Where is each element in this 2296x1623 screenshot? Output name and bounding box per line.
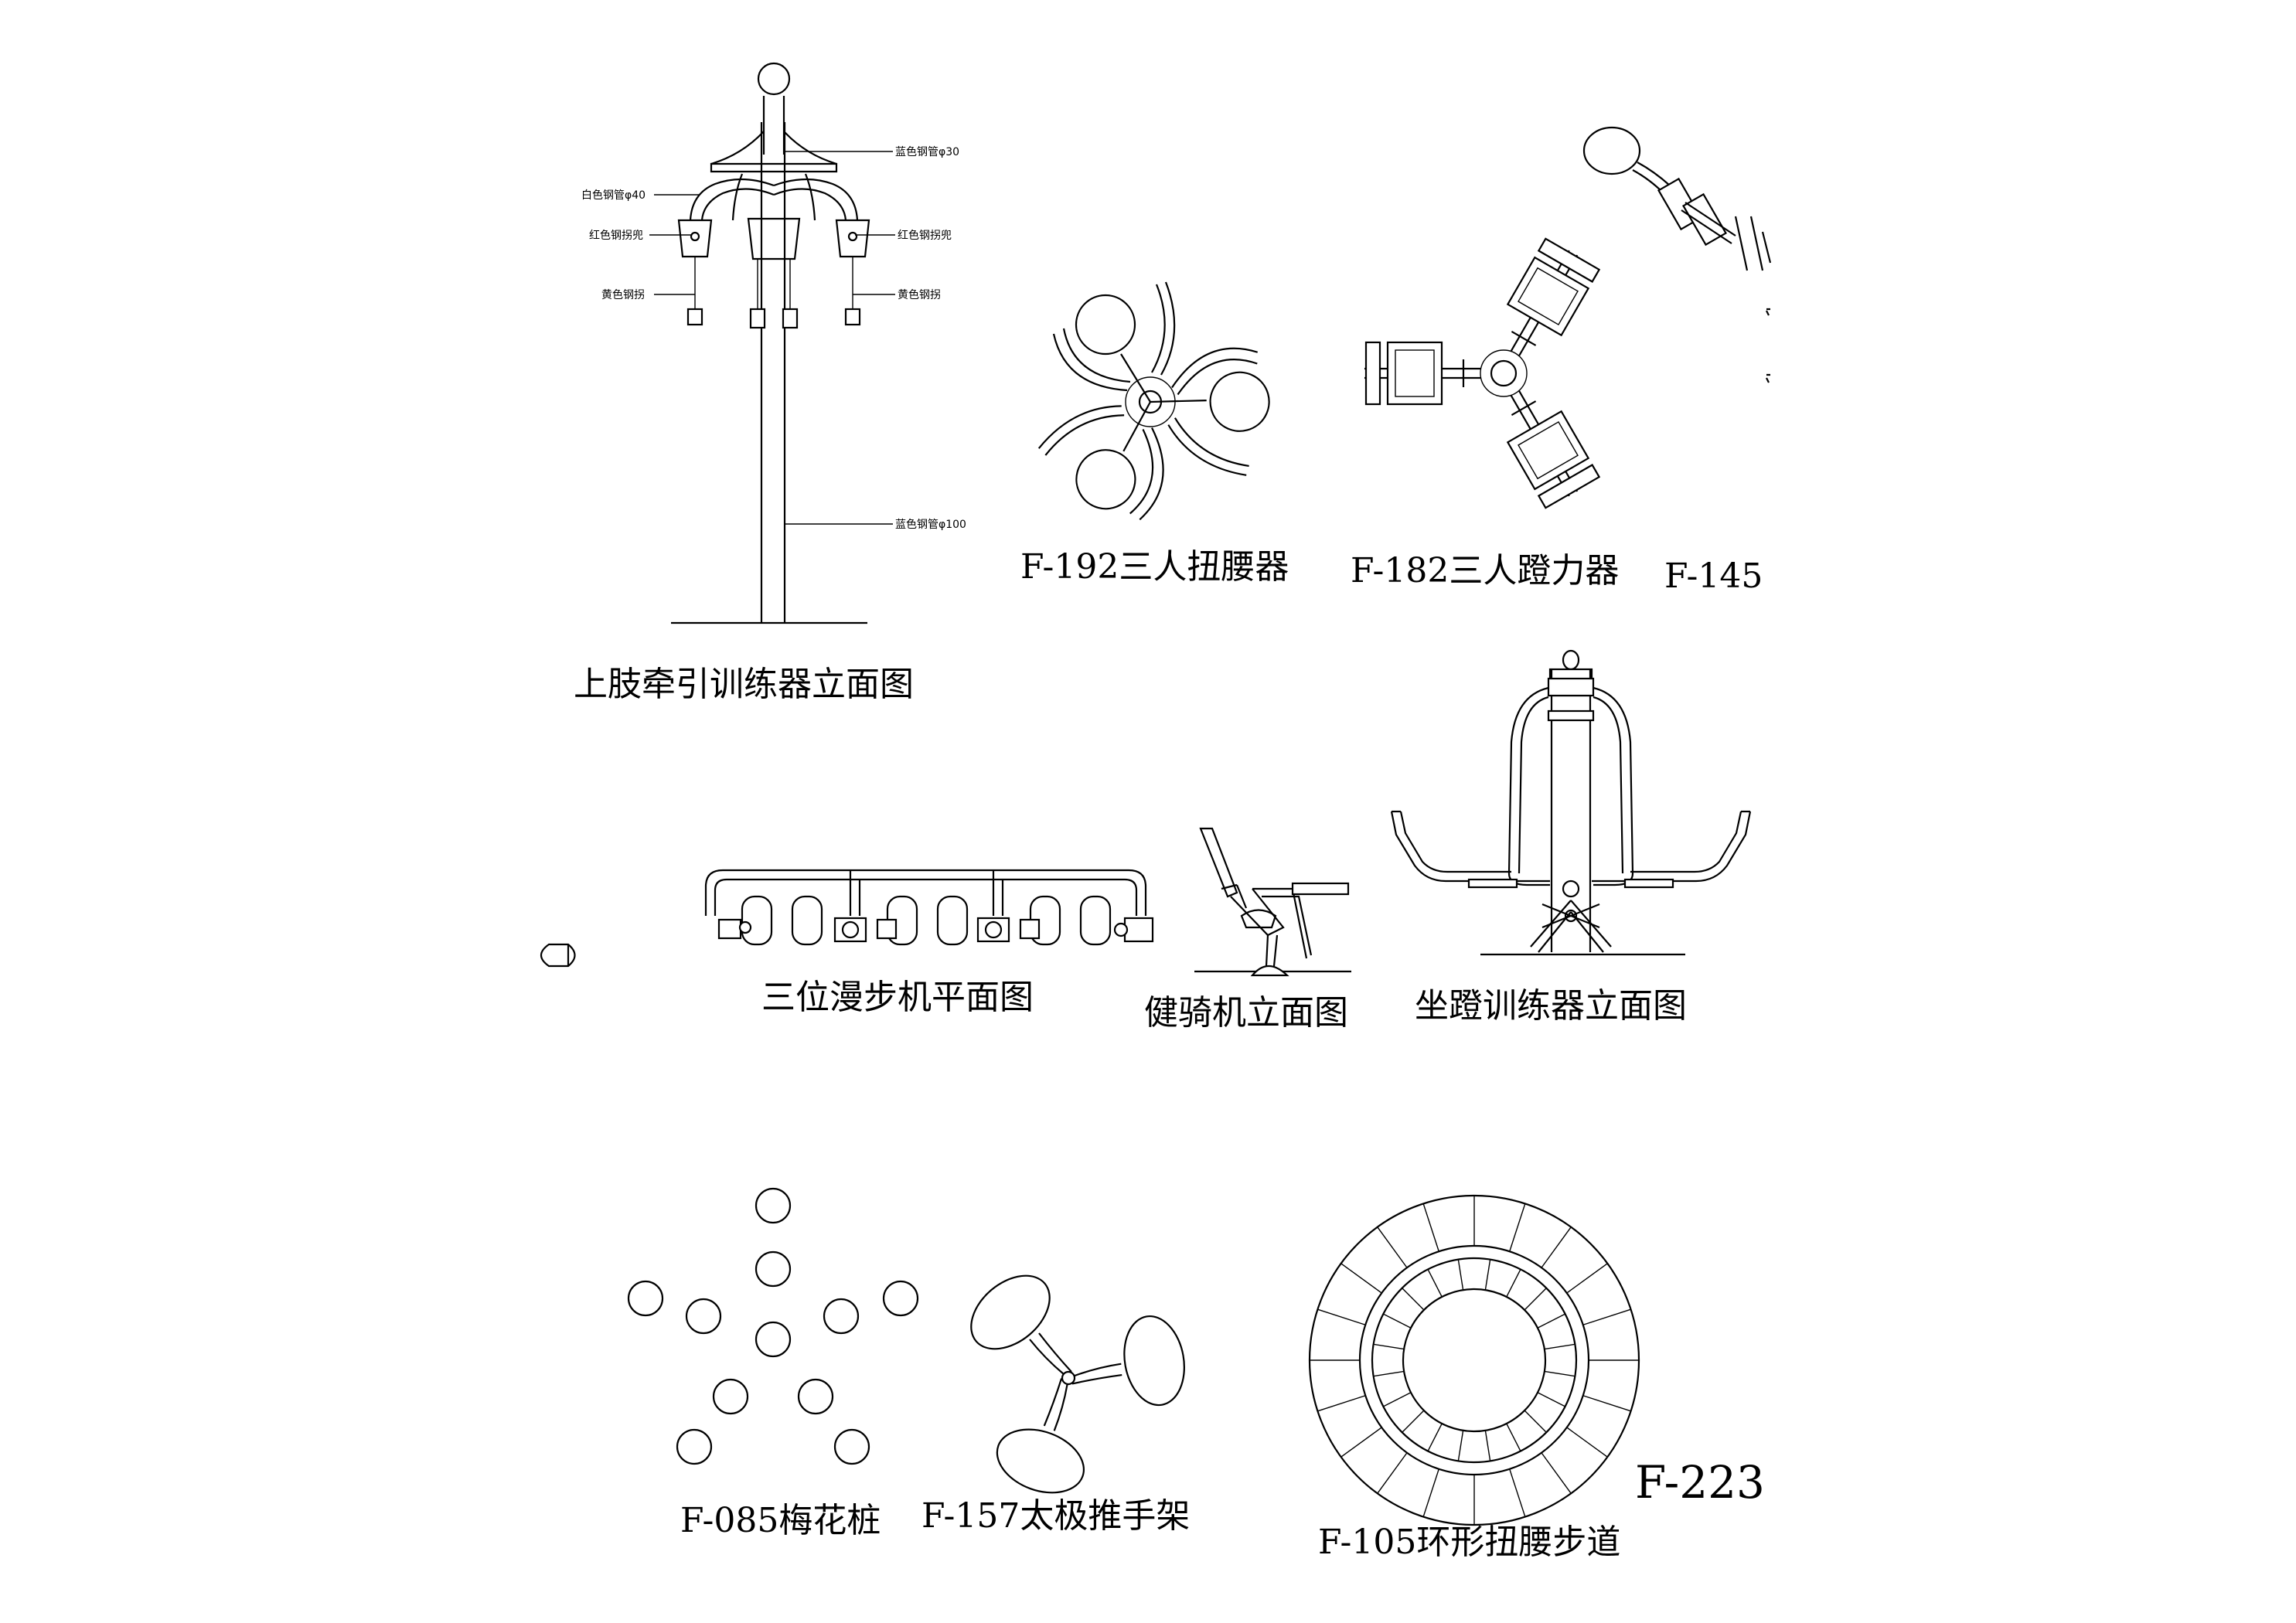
seated-pedal-drawing: 坐蹬训练器立面图 <box>1390 649 1752 1026</box>
ring-segment-line <box>1373 1343 1405 1350</box>
caption-upper-limb-traction: 上肢牵引训练器立面图 <box>574 665 914 704</box>
walker-pedal <box>1079 895 1112 946</box>
annotation-red-bucket-left: 红色钢拐兜 <box>589 229 643 242</box>
ring-segment-line <box>1582 1308 1631 1325</box>
walker-pedal <box>791 895 823 946</box>
ring-segment-line <box>1509 1468 1526 1517</box>
ring-segment-line <box>1402 1410 1425 1433</box>
ring-segment-line <box>1383 1313 1412 1329</box>
annotation-blue-pipe-30: 蓝色钢管φ30 <box>895 145 959 158</box>
caption-plum-posts: F-085梅花桩 <box>680 1501 881 1540</box>
ring-segment-line <box>1317 1308 1366 1325</box>
stray-symbol <box>540 943 576 968</box>
ring-segment-line <box>1541 1227 1572 1268</box>
ring-segment-line <box>1524 1410 1547 1433</box>
walker-drawing: 三位漫步机平面图 <box>704 869 1154 1017</box>
ring-segment-line <box>1457 1259 1464 1291</box>
annotation-blue-pipe-100: 蓝色钢管φ100 <box>895 518 966 531</box>
fitness-rider-drawing: 健骑机立面图 <box>1144 827 1351 1033</box>
ring-segment-line <box>1506 1423 1521 1451</box>
ring-segment-line <box>1373 1370 1405 1377</box>
ring-segment-line <box>1484 1259 1491 1291</box>
caption-cut-off-equipment: F-145 <box>1664 556 1763 596</box>
ring-segment-line <box>1537 1313 1565 1329</box>
ring-segment-line <box>1340 1427 1382 1458</box>
ring-segment-line <box>1544 1370 1576 1377</box>
caption-walker: 三位漫步机平面图 <box>761 978 1034 1017</box>
ring-segment-line <box>1537 1392 1565 1407</box>
caption-waist-twister: F-192三人扭腰器 <box>1020 547 1289 587</box>
ring-segment-line <box>1377 1227 1408 1268</box>
ring-segment-line <box>1506 1269 1521 1298</box>
ring-segment-line <box>1377 1452 1408 1494</box>
plum-posts-drawing: F-085梅花桩 <box>627 1187 919 1540</box>
caption-cut-off-label: F-223 <box>1635 1456 1765 1509</box>
walker-pedal <box>741 895 773 946</box>
pedal-machine-drawing: F-182三人蹬力器 <box>1351 237 1619 590</box>
ring-segment-line <box>1541 1452 1572 1494</box>
ring-segment-line <box>1509 1203 1526 1252</box>
ring-segment-line <box>1422 1203 1439 1252</box>
ring-segment-line <box>1524 1288 1547 1311</box>
ring-segment-line <box>1402 1288 1425 1311</box>
annotation-yellow-handle-left: 黄色钢拐 <box>601 288 645 301</box>
ring-segment-line <box>1317 1395 1366 1412</box>
ring-spokes <box>1310 1196 1639 1525</box>
annotation-red-bucket-right: 红色钢拐兜 <box>898 229 952 242</box>
annotation-white-pipe-40: 白色钢管φ40 <box>581 189 646 202</box>
caption-pedal-machine: F-182三人蹬力器 <box>1351 551 1619 590</box>
ring-segment-line <box>1566 1263 1608 1294</box>
ring-segment-line <box>1582 1395 1631 1412</box>
caption-fitness-rider: 健骑机立面图 <box>1144 993 1348 1033</box>
caption-taichi: F-157太极推手架 <box>921 1496 1190 1536</box>
ring-segment-line <box>1484 1430 1491 1461</box>
annotation-yellow-handle-right: 黄色钢拐 <box>898 288 941 301</box>
ring-segment-line <box>1383 1392 1412 1407</box>
ring-segment-line <box>1544 1343 1576 1350</box>
walker-pedal <box>936 895 969 946</box>
ring-segment-line <box>1340 1263 1382 1294</box>
upper-limb-traction-drawing: 蓝色钢管φ30 白色钢管φ40 红色钢拐兜 红色钢拐兜 黄色钢拐 黄色钢拐 蓝色… <box>574 62 966 704</box>
ring-path-drawing: F-105环形扭腰步道 <box>1308 1194 1640 1562</box>
right-margin <box>1775 0 2296 1623</box>
ring-segment-line <box>1422 1468 1439 1517</box>
cut-off-equipment-drawing: F-145 <box>1582 126 1772 596</box>
ring-segment-line <box>1457 1430 1464 1461</box>
taichi-drawing: F-157太极推手架 <box>921 1274 1190 1536</box>
caption-ring-path: F-105环形扭腰步道 <box>1318 1523 1620 1562</box>
ring-segment-line <box>1427 1423 1443 1451</box>
ring-segment-line <box>1427 1269 1443 1298</box>
caption-seated-pedal: 坐蹬训练器立面图 <box>1415 986 1687 1026</box>
waist-twister-drawing: F-192三人扭腰器 <box>1020 281 1289 587</box>
ring-segment-line <box>1566 1427 1608 1458</box>
